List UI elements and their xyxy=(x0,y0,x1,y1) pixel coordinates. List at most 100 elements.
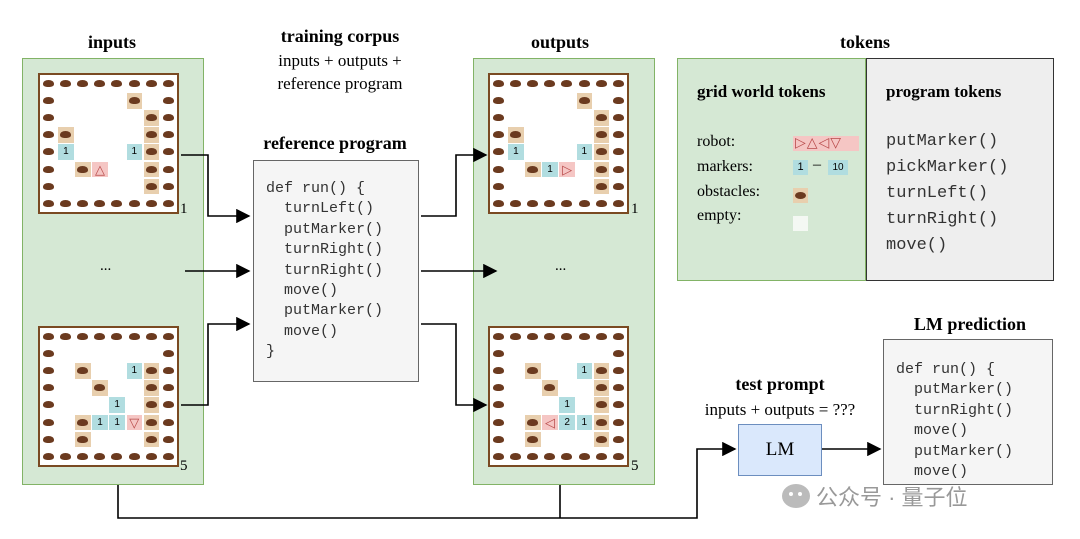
obstacle-cell xyxy=(611,397,627,413)
obstacle-rock-icon xyxy=(43,165,54,173)
obstacle-rock-icon xyxy=(145,114,157,122)
arrow-corpus-to-lm xyxy=(117,441,737,519)
obstacle-cell xyxy=(491,127,507,143)
obstacle-cell xyxy=(41,380,57,396)
obstacle-rock-icon xyxy=(77,452,89,460)
obstacle-cell xyxy=(559,76,575,92)
lm-prediction-box: def run() { putMarker() turnRight() move… xyxy=(883,339,1053,485)
obstacle-rock-icon xyxy=(493,384,504,392)
obstacle-cell xyxy=(161,93,177,109)
obstacle-rock-icon xyxy=(612,333,624,340)
obstacle-rock-icon xyxy=(493,199,504,207)
arrow-in1-to-ref xyxy=(181,154,251,224)
obstacle-cell xyxy=(611,93,627,109)
test-prompt-title: test prompt xyxy=(735,374,825,394)
obstacle-rock-icon xyxy=(60,131,72,139)
obstacle-cell xyxy=(92,449,108,465)
lm-prediction-title: LM prediction xyxy=(913,314,1027,334)
obstacle-rock-icon xyxy=(527,199,539,207)
obstacle-cell xyxy=(41,179,57,195)
obstacle-cell xyxy=(58,449,74,465)
obstacle-rock-icon xyxy=(145,384,157,392)
obstacle-rock-icon xyxy=(128,199,140,207)
marker-cell: 1 xyxy=(126,363,142,379)
obstacle-cell xyxy=(491,110,507,126)
obstacle-rock-icon xyxy=(493,350,504,358)
obstacle-rock-icon xyxy=(561,199,573,207)
obstacle-cell xyxy=(144,196,160,212)
obstacle-rock-icon xyxy=(162,418,174,426)
obstacle-rock-icon xyxy=(595,401,607,409)
obstacle-rock-icon xyxy=(94,333,106,340)
obstacle-cell xyxy=(92,380,108,396)
obstacle-rock-icon xyxy=(111,80,123,87)
obstacle-rock-icon xyxy=(162,435,174,443)
obstacle-rock-icon xyxy=(493,114,504,122)
output-grid-1-index: 1 xyxy=(631,201,639,217)
obstacle-cell xyxy=(525,363,541,379)
obstacle-rock-icon xyxy=(527,80,539,87)
obstacle-cell xyxy=(161,196,177,212)
obstacle-rock-icon xyxy=(111,199,123,207)
robot-cell: ▷ xyxy=(559,161,575,177)
obstacle-rock-icon xyxy=(493,401,504,409)
obstacle-cell xyxy=(525,414,541,430)
obstacle-cell xyxy=(143,380,160,396)
obstacle-rock-icon xyxy=(493,182,504,190)
obstacle-cell xyxy=(542,76,558,92)
obstacle-rock-icon xyxy=(510,80,522,87)
obstacle-cell xyxy=(161,363,177,379)
obstacle-rock-icon xyxy=(77,80,89,87)
obstacle-cell xyxy=(611,415,627,431)
obstacle-rock-icon xyxy=(94,80,106,87)
obstacle-cell xyxy=(593,431,610,448)
obstacle-rock-icon xyxy=(145,148,157,156)
lm-prediction-line: def run() { xyxy=(896,361,996,378)
obstacle-rock-icon xyxy=(43,367,54,375)
obstacle-rock-icon xyxy=(128,452,140,460)
obstacle-cell xyxy=(491,380,507,396)
reference-program-line: turnRight() xyxy=(266,241,384,259)
obstacle-cell xyxy=(144,76,160,92)
obstacle-rock-icon xyxy=(145,165,157,173)
obstacle-rock-icon xyxy=(43,401,54,409)
obstacle-cell xyxy=(577,196,593,212)
obstacle-cell xyxy=(611,179,627,195)
reference-program-line: } xyxy=(266,343,276,361)
obstacle-rock-icon xyxy=(612,452,624,460)
marker-cell: 1 xyxy=(58,144,74,160)
obstacle-rock-icon xyxy=(510,333,522,340)
obstacle-rock-icon xyxy=(77,199,89,207)
obstacle-cell xyxy=(559,329,575,345)
wechat-icon xyxy=(782,484,810,508)
marker-cell: 1 xyxy=(109,397,125,413)
obstacle-cell xyxy=(611,449,627,465)
obstacle-rock-icon xyxy=(561,80,573,87)
program-tokens-title: program tokens xyxy=(886,82,1002,101)
obstacle-rock-icon xyxy=(510,131,522,139)
marker-cell: 1 xyxy=(576,414,592,430)
obstacle-cell xyxy=(525,431,541,448)
obstacle-rock-icon xyxy=(612,401,624,409)
obstacle-cell xyxy=(594,329,610,345)
marker-cell: 1 xyxy=(576,363,592,379)
lm-prediction-line: turnRight() xyxy=(896,401,1014,419)
obstacle-cell xyxy=(491,162,507,178)
obstacle-cell xyxy=(508,329,524,345)
obstacle-cell xyxy=(126,93,142,109)
obstacle-rock-icon xyxy=(595,182,607,190)
lm-prediction-line: putMarker() xyxy=(896,442,1014,460)
obstacle-cell xyxy=(611,110,627,126)
program-token: move() xyxy=(886,236,948,255)
obstacle-cell xyxy=(491,346,507,362)
obstacle-rock-icon xyxy=(612,199,624,207)
obstacle-rock-icon xyxy=(162,80,174,87)
obstacle-rock-icon xyxy=(162,452,174,460)
obstacle-rock-icon xyxy=(578,452,590,460)
obstacle-rock-icon xyxy=(493,148,504,156)
obstacle-cell xyxy=(542,329,558,345)
obstacle-rock-icon xyxy=(162,131,174,139)
obstacle-cell xyxy=(75,161,91,177)
